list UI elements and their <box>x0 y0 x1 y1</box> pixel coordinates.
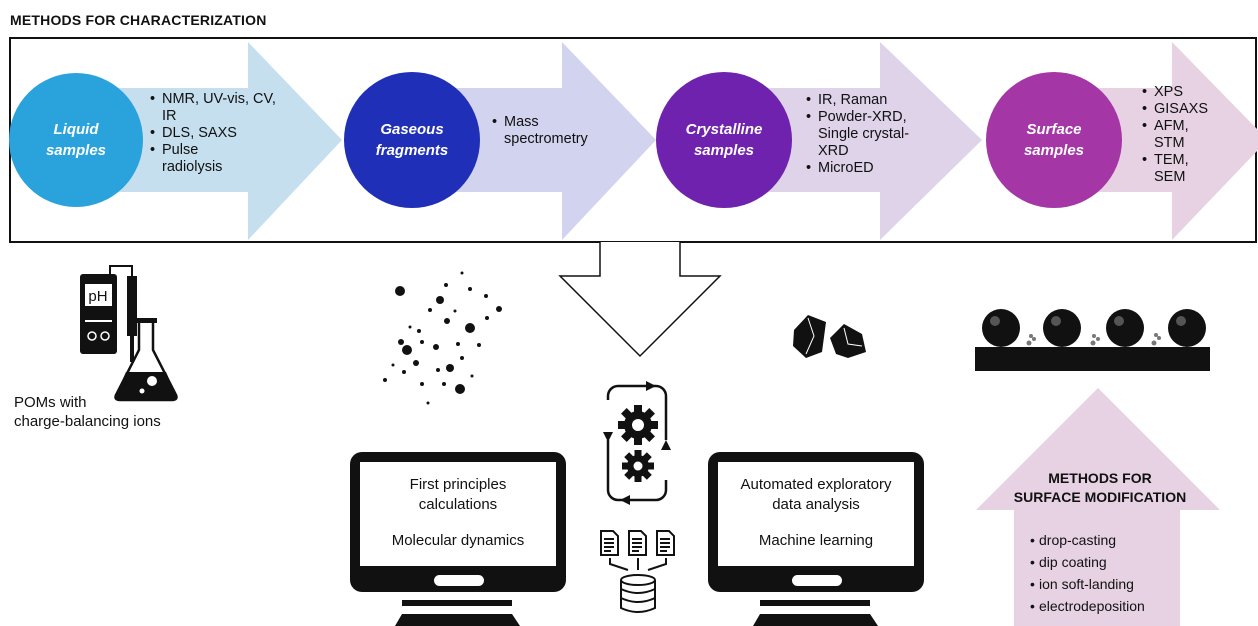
label-line: fragments <box>375 142 449 159</box>
screen-line: First principles <box>409 476 507 493</box>
crystalline-samples-label: Crystalline samples <box>664 119 784 161</box>
label-line: Liquid <box>53 121 99 138</box>
label-line: samples <box>45 142 107 159</box>
method-item: electrodeposition <box>1030 595 1145 617</box>
crystalline-samples-circle <box>656 72 792 208</box>
surface-samples-label: Surface samples <box>994 119 1114 161</box>
method-item: ion soft-landing <box>1030 573 1145 595</box>
method-item: drop-casting <box>1030 529 1145 551</box>
label-line: samples <box>693 142 755 159</box>
liquid-samples-circle <box>9 73 143 207</box>
ph-label: pH <box>88 288 107 305</box>
method-item: dip coating <box>1030 551 1145 573</box>
method-item: Powder-XRD, Single crystal-XRD <box>806 109 930 160</box>
caption-line: POMs with <box>14 394 87 411</box>
surface-samples-circle <box>986 72 1122 208</box>
surface-modification-list: drop-casting dip coating ion soft-landin… <box>1030 529 1145 617</box>
screen-line: Molecular dynamics <box>391 532 525 549</box>
crystal-icon <box>793 315 866 358</box>
flask-icon <box>114 318 178 402</box>
method-item: Mass spectrometry <box>492 114 594 148</box>
liquid-methods-list: NMR, UV-vis, CV, IR DLS, SAXS Pulse radi… <box>150 91 290 176</box>
gaseous-fragments-circle <box>344 72 480 208</box>
label-line: Gaseous <box>380 121 444 138</box>
page-title: METHODS FOR CHARACTERIZATION <box>10 12 267 28</box>
method-item: IR, Raman <box>806 92 938 109</box>
liquid-samples-label: Liquid samples <box>16 119 136 161</box>
method-item: NMR, UV-vis, CV, IR <box>150 91 290 125</box>
method-item: AFM, STM <box>1142 118 1196 152</box>
method-item: DLS, SAXS <box>150 125 290 142</box>
gaseous-methods-list: Mass spectrometry <box>492 114 612 148</box>
method-item: TEM, SEM <box>1142 152 1196 186</box>
surface-modification-title: METHODS FOR SURFACE MODIFICATION <box>990 469 1210 507</box>
ph-meter-icon: pH <box>80 265 137 362</box>
title-line: SURFACE MODIFICATION <box>1013 489 1187 505</box>
screen-line: calculations <box>418 496 498 513</box>
down-arrow <box>558 242 722 358</box>
screen-line: data analysis <box>772 496 860 513</box>
surface-spheres-icon <box>975 309 1210 371</box>
right-computer-icon <box>708 452 924 626</box>
documents-database-icon <box>600 530 675 613</box>
method-item: MicroED <box>806 160 938 177</box>
poms-caption: POMs with charge-balancing ions <box>14 393 161 431</box>
left-computer-icon <box>350 452 566 626</box>
screen-line: Machine learning <box>758 532 874 549</box>
caption-line: charge-balancing ions <box>14 413 161 430</box>
gas-particles-icon <box>383 271 502 405</box>
method-item: Pulse radiolysis <box>150 142 242 176</box>
gears-cycle-icon <box>600 381 674 505</box>
method-item: XPS <box>1142 84 1242 101</box>
surface-methods-list: XPS GISAXS AFM, STM TEM, SEM <box>1142 84 1242 186</box>
label-line: Surface <box>1026 121 1082 138</box>
crystalline-methods-list: IR, Raman Powder-XRD, Single crystal-XRD… <box>806 92 938 177</box>
screen-line: Automated exploratory <box>740 476 892 493</box>
right-screen-text: Automated exploratory data analysis Mach… <box>716 475 916 551</box>
method-item: GISAXS <box>1142 101 1242 118</box>
label-line: samples <box>1023 142 1085 159</box>
gaseous-fragments-label: Gaseous fragments <box>352 119 472 161</box>
title-line: METHODS FOR <box>1048 470 1152 486</box>
label-line: Crystalline <box>685 121 763 138</box>
left-screen-text: First principles calculations Molecular … <box>358 475 558 551</box>
